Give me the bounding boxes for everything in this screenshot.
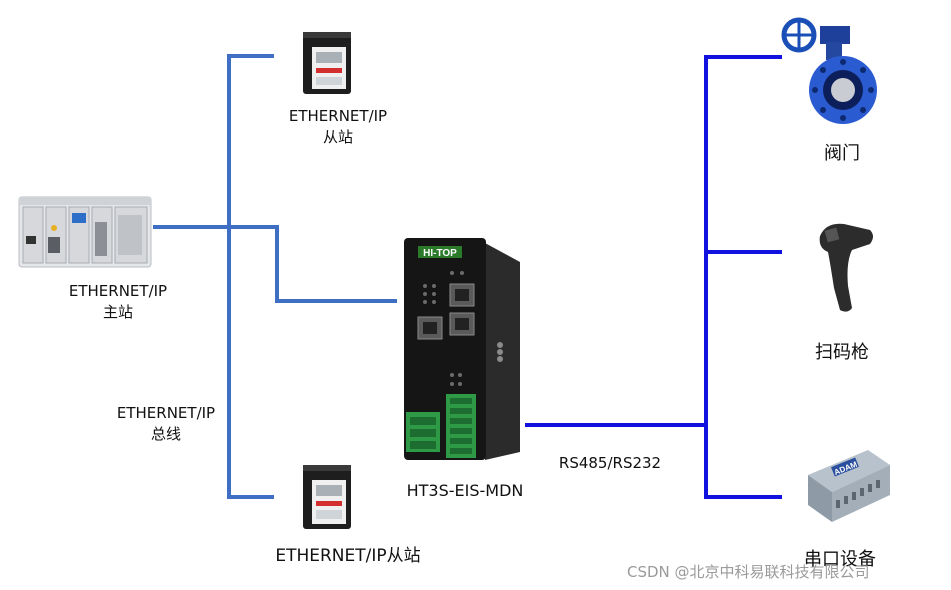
valve-device xyxy=(781,17,877,124)
bus-label: ETHERNET/IP 总线 xyxy=(116,404,216,443)
ethernet-ip-slave-top-device xyxy=(303,32,351,94)
barcode-scanner-device xyxy=(819,223,873,312)
scanner-label: 扫码枪 xyxy=(815,342,869,363)
gateway-brand-text: HI-TOP xyxy=(423,248,457,259)
plc-master-device xyxy=(18,196,152,268)
serial-link-label: RS485/RS232 xyxy=(558,454,662,472)
valve-label: 阀门 xyxy=(824,143,860,164)
watermark-text: CSDN @北京中科易联科技有限公司 xyxy=(627,563,870,581)
serial-device-label: 串口设备 xyxy=(804,549,876,570)
slave-bottom-label: ETHERNET/IP从站 xyxy=(275,546,421,566)
master-label: ETHERNET/IP 主站 xyxy=(68,282,168,321)
bus-branch-gateway xyxy=(275,225,397,303)
ethernet-ip-slave-bottom-device xyxy=(303,465,351,529)
slave-top-label: ETHERNET/IP 从站 xyxy=(288,107,388,146)
gateway-model-label: HT3S-EIS-MDN xyxy=(406,481,524,500)
gateway-device: HI-TOP xyxy=(404,238,520,460)
serial-device-module: ADAM xyxy=(808,450,890,522)
serial-bus-lines xyxy=(525,55,782,499)
ethernet-ip-bus-lines xyxy=(153,54,397,499)
